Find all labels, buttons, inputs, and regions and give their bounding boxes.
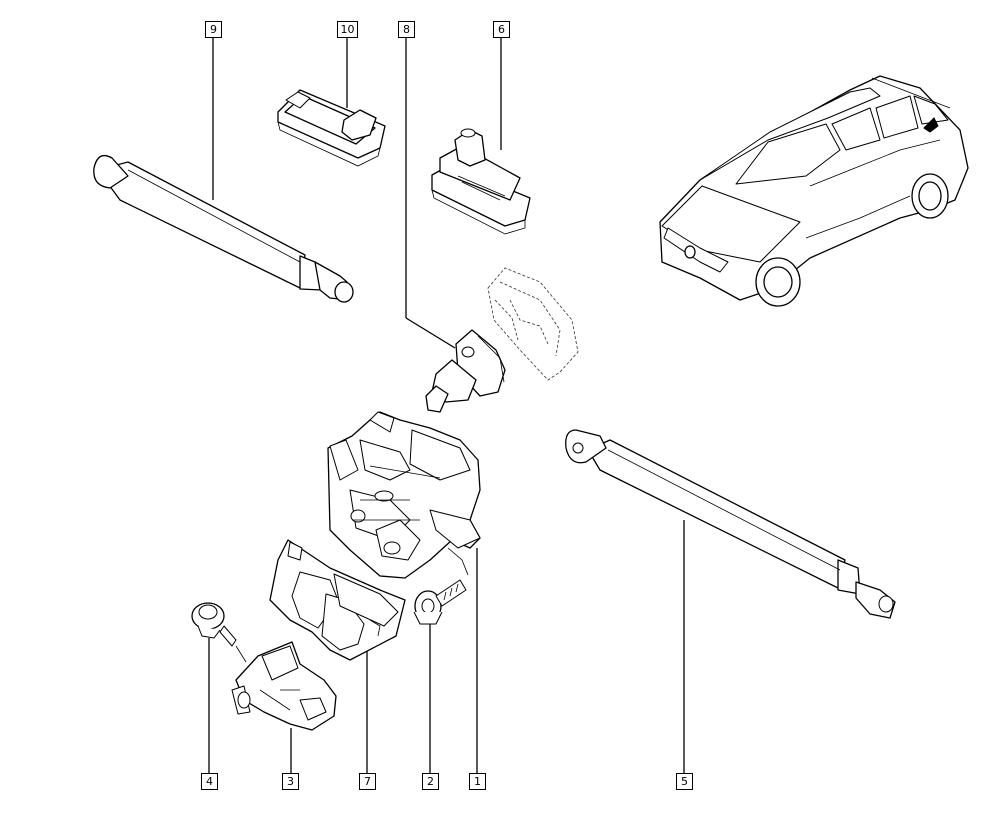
gas-strut-part-5 [565, 429, 896, 619]
callout-1: 1 [469, 773, 486, 790]
gas-strut-part-9 [93, 154, 354, 303]
latch-assembly-part-1 [327, 411, 481, 579]
car-estate-illustration [659, 75, 969, 307]
screw-part-4 [191, 602, 247, 663]
latch-cover-part-7 [269, 539, 406, 661]
callout-3: 3 [282, 773, 299, 790]
switch-module-part-6 [431, 128, 531, 235]
callout-10: 10 [337, 21, 358, 38]
callout-2: 2 [422, 773, 439, 790]
callout-6: 6 [493, 21, 510, 38]
lock-cylinder-part-8 [425, 329, 506, 413]
striker-plate-part-3 [231, 641, 337, 731]
callout-8: 8 [398, 21, 415, 38]
callout-9: 9 [205, 21, 222, 38]
bolt-part-2 [413, 579, 467, 625]
callout-5: 5 [676, 773, 693, 790]
dashed-latch-outline [487, 267, 579, 381]
lamp-unit-part-10 [277, 89, 386, 167]
callout-4: 4 [201, 773, 218, 790]
leader-lines [208, 38, 685, 773]
callout-7: 7 [359, 773, 376, 790]
